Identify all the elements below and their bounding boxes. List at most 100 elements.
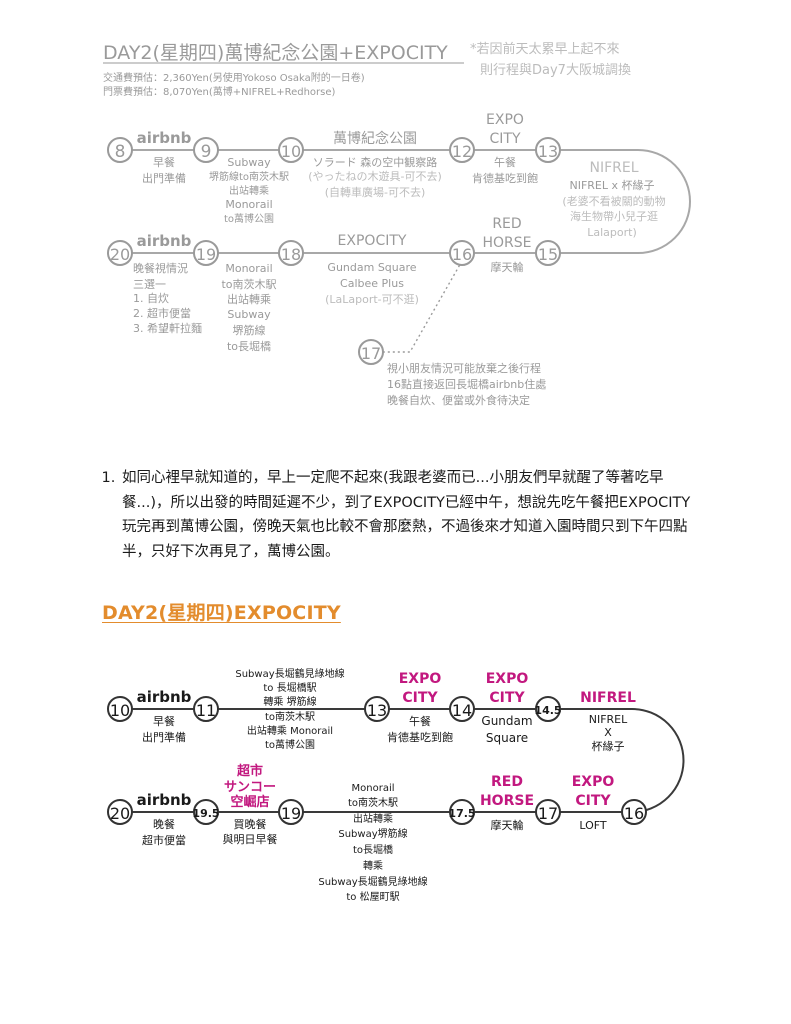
stop-16-name: CITY bbox=[575, 793, 611, 809]
stop-18-name: EXPOCITY bbox=[338, 233, 407, 249]
stop-13-name: CITY bbox=[402, 690, 438, 706]
stop-18-detail: Calbee Plus bbox=[340, 277, 404, 290]
stop-18-number: 18 bbox=[281, 245, 301, 264]
stop-20-detail: 1. 自炊 bbox=[133, 292, 169, 305]
stop-17-number: 17 bbox=[538, 804, 558, 823]
nifrel-detail: X bbox=[604, 726, 612, 739]
nifrel-detail: NIFREL x 杯緣子 bbox=[569, 178, 654, 192]
supermarket-name: サンコー bbox=[224, 780, 276, 795]
expo-park-detail: ソラード 森の空中観察路 bbox=[313, 155, 438, 169]
stop-20-number: 20 bbox=[110, 804, 130, 823]
stop-19-detail: to南茨木駅 bbox=[348, 796, 398, 809]
section1-note-line1: *若因前天太累早上起不來 bbox=[470, 41, 620, 57]
stop-18: 18 bbox=[278, 240, 304, 266]
stop-18-detail: Gundam Square bbox=[327, 261, 416, 274]
expo-park-detail: (自轉車廣場-可不去) bbox=[325, 185, 426, 199]
stop-20: 20 bbox=[107, 799, 133, 825]
section2-title: DAY2(星期四)EXPOCITY bbox=[102, 602, 341, 624]
stop-19-detail: 堺筋線 bbox=[233, 323, 266, 337]
stop-19-detail: Monorail bbox=[225, 262, 272, 275]
stop-17-optional: 17 bbox=[358, 339, 384, 365]
stop-19-detail: Monorail bbox=[352, 783, 395, 794]
stop-14: 14 bbox=[449, 696, 475, 722]
stop-14-name: EXPO bbox=[486, 671, 529, 687]
red-horse-detail: 摩天輪 bbox=[491, 818, 524, 832]
red-horse-label: RED bbox=[492, 216, 521, 232]
nifrel-detail: (老婆不看被關的動物 bbox=[562, 194, 665, 208]
stop-16-name: EXPO bbox=[572, 774, 615, 790]
expo-city-top-label: CITY bbox=[489, 131, 520, 147]
stop-8-detail: 出門準備 bbox=[142, 171, 186, 185]
stop-11-detail: to南茨木駅 bbox=[265, 710, 315, 723]
stop-20-number: 20 bbox=[110, 245, 130, 264]
ticket-cost: 門票費預估：8,070Yen(萬博+NIFREL+Redhorse) bbox=[103, 85, 336, 98]
stop-19-5: 19.5 bbox=[192, 799, 220, 825]
route-line bbox=[120, 708, 685, 813]
stop-19-number: 19 bbox=[196, 245, 216, 264]
stop-19-detail: Subway堺筋線 bbox=[338, 827, 407, 840]
stop-13-detail: 肯德基吃到飽 bbox=[387, 730, 453, 744]
stop-19-detail: Subway長堀鶴見綠地線 bbox=[318, 875, 427, 888]
stop-12-detail: 肯德基吃到飽 bbox=[472, 171, 538, 185]
stop-15-number: 15 bbox=[538, 245, 558, 264]
stop-12-detail: 午餐 bbox=[494, 155, 516, 169]
stop-19-detail: to 松屋町駅 bbox=[346, 890, 399, 903]
stop-20-detail: 晚餐視情況 bbox=[133, 261, 188, 275]
stop-11-detail: Subway長堀鶴見綠地線 bbox=[235, 667, 344, 680]
stop-19-5-number: 19.5 bbox=[192, 807, 219, 820]
stop-8-detail: 早餐 bbox=[153, 155, 175, 169]
stop-8: 8 bbox=[107, 137, 133, 163]
stop-19-5-detail: 與明日早餐 bbox=[223, 832, 278, 846]
stop-14-detail: Square bbox=[486, 731, 528, 745]
stop-16: 16 bbox=[449, 240, 475, 266]
red-horse-detail: 摩天輪 bbox=[491, 260, 524, 274]
stop-16-detail: LOFT bbox=[579, 819, 607, 832]
stop-20-detail: 晚餐 bbox=[153, 817, 175, 831]
stop-20-name: airbnb bbox=[137, 791, 192, 809]
stop-13-number: 13 bbox=[538, 142, 558, 161]
stop-19-5-detail: 買晚餐 bbox=[234, 817, 267, 831]
stop-17-number: 17 bbox=[361, 344, 381, 363]
stop-9-detail: 堺筋線to南茨木駅 bbox=[209, 170, 289, 183]
stop-10-number: 10 bbox=[110, 701, 130, 720]
expo-city-top-label: EXPO bbox=[486, 112, 524, 128]
stop-14-5-number: 14.5 bbox=[534, 704, 561, 717]
stop-14-detail: Gundam bbox=[481, 714, 532, 728]
stop-9: 9 bbox=[193, 137, 219, 163]
stop-11-detail: to 長堀橋駅 bbox=[263, 681, 316, 694]
stop-19-detail: 轉乘 bbox=[363, 859, 383, 872]
nifrel-name: NIFREL bbox=[580, 690, 636, 706]
stop-17-5: 17.5 bbox=[448, 799, 476, 825]
stop-17: 17 bbox=[535, 799, 561, 825]
stop-10-detail: 早餐 bbox=[153, 714, 175, 728]
stop-20-detail: 超市便當 bbox=[142, 833, 186, 847]
stop-20: 20 bbox=[107, 240, 133, 266]
stop-11-detail: to萬博公園 bbox=[265, 738, 315, 751]
stop-13: 13 bbox=[535, 137, 561, 163]
nifrel-name: NIFREL bbox=[589, 160, 638, 176]
stop-17-detail: 16點直接返回長堀橋airbnb住處 bbox=[387, 377, 546, 391]
stop-10: 10 bbox=[107, 696, 133, 722]
supermarket-name: 超市 bbox=[237, 763, 263, 779]
stop-16: 16 bbox=[621, 799, 647, 825]
stop-13-number: 13 bbox=[367, 701, 387, 720]
stop-19-detail: Subway bbox=[227, 308, 271, 321]
stop-10-number: 10 bbox=[281, 142, 301, 161]
red-horse-label: HORSE bbox=[482, 235, 531, 251]
nifrel-detail: 杯緣子 bbox=[592, 739, 625, 753]
stop-9-detail: 出站轉乘 bbox=[229, 184, 269, 197]
stop-10-name: airbnb bbox=[137, 688, 192, 706]
red-horse-name: RED bbox=[491, 774, 523, 790]
stop-12: 12 bbox=[449, 137, 475, 163]
narrative-paragraph: 如同心裡早就知道的，早上一定爬不起來(我跟老婆而已...小朋友們早就醒了等著吃早… bbox=[120, 466, 700, 564]
nifrel-detail: 海生物帶小兒子逛 bbox=[570, 209, 658, 223]
route-line bbox=[120, 149, 691, 254]
optional-route-dotted bbox=[371, 260, 463, 353]
stop-20-detail: 3. 希望軒拉麵 bbox=[133, 321, 202, 335]
stop-16-number: 16 bbox=[452, 245, 472, 264]
stop-9-detail: to萬博公園 bbox=[224, 212, 274, 225]
stop-12-number: 12 bbox=[452, 142, 472, 161]
stop-19-detail: to南茨木駅 bbox=[221, 277, 276, 291]
stop-19-number: 19 bbox=[281, 804, 301, 823]
day2-plan-diagram: DAY2(星期四)萬博紀念公園+EXPOCITY *若因前天太累早上起不來 則行… bbox=[103, 41, 691, 407]
